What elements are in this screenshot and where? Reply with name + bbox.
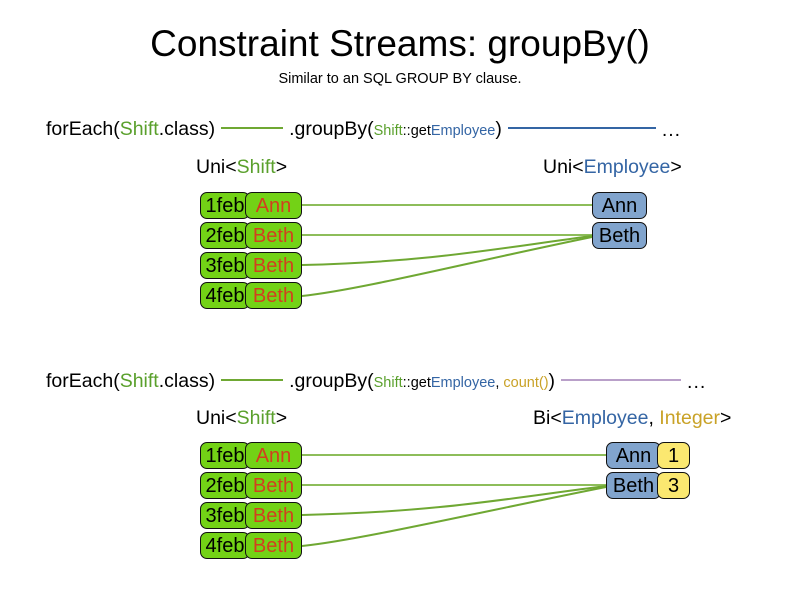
foreach-suffix: .class) [158,370,216,392]
shift-date: 2feb [200,472,250,499]
shift-date: 1feb [200,192,250,219]
link-shift-4feb-to-beth [301,236,593,297]
group-employee: Beth [592,222,647,249]
shift-row: 2feb Beth [200,222,302,249]
shift-date: 4feb [200,282,250,309]
shift-employee: Beth [245,222,302,249]
shift-employee: Beth [245,532,302,559]
group-row: Beth 3 [606,472,690,499]
mapper-type-shift: Shift [373,123,403,139]
right-type-prefix: Uni< [543,156,584,178]
page-title: Constraint Streams: groupBy() [150,23,650,64]
right-type-name-2: Integer [659,407,721,429]
right-type-separator: , [648,407,660,429]
group-row: Beth [592,222,647,249]
left-type-prefix: Uni< [196,156,237,178]
right-type-name: Employee [583,156,671,178]
connector-foreach-to-groupby [221,378,284,381]
left-type-label-uni-shift: Uni<Shift> [196,406,287,430]
right-type-label-bi-employee-integer: Bi<Employee, Integer> [533,406,731,430]
group-row: Ann 1 [606,442,690,469]
mapper-prop-employee: Employee [430,375,496,391]
group-row: Ann [592,192,647,219]
groupby-prefix: .groupBy( [289,118,374,140]
right-type-suffix: > [670,156,682,178]
shift-date: 1feb [200,442,250,469]
shift-row: 1feb Ann [200,442,302,469]
page-subtitle: Similar to an SQL GROUP BY clause. [278,71,522,87]
left-type-name: Shift [236,156,276,178]
link-shift-3feb-to-beth [301,235,593,266]
mapper-prop-employee: Employee [430,123,496,139]
group-count: 1 [657,442,690,469]
shift-row: 1feb Ann [200,192,302,219]
code-line-groupby-single: forEach(Shift.class).groupBy(Shift::getE… [46,117,681,143]
ellipsis-single: ... [661,118,682,141]
groupby-suffix: ) [495,118,502,140]
shift-employee: Beth [245,282,302,309]
shift-employee: Beth [245,502,302,529]
connector-groupby-to-next [507,126,656,129]
right-type-suffix: > [720,407,732,429]
group-count: 3 [657,472,690,499]
left-type-suffix: > [275,407,288,429]
group-employee: Ann [606,442,661,469]
shift-employee: Ann [245,192,302,219]
groupby-suffix: ) [548,370,556,392]
shift-date: 3feb [200,252,250,279]
code-line-groupby-count: forEach(Shift.class).groupBy(Shift::getE… [46,369,706,395]
shift-row: 3feb Beth [200,502,302,529]
shift-date: 3feb [200,502,250,529]
foreach-type-shift: Shift [119,370,159,392]
shift-date: 4feb [200,532,250,559]
shift-employee: Ann [245,442,302,469]
groupby-prefix: .groupBy( [289,370,374,392]
foreach-suffix: .class) [158,118,216,140]
shift-row: 2feb Beth [200,472,302,499]
shift-employee: Beth [245,472,302,499]
mapper-comma: , [495,375,504,391]
right-type-label-uni-employee: Uni<Employee> [543,155,682,179]
left-type-suffix: > [275,156,288,178]
left-type-name: Shift [236,407,276,429]
shift-row: 4feb Beth [200,532,302,559]
mapper-type-shift: Shift [373,375,403,391]
link-shift-4feb-to-beth-count [301,486,607,547]
left-type-prefix: Uni< [196,407,237,429]
foreach-prefix: forEach( [46,118,120,140]
shift-employee: Beth [245,252,302,279]
foreach-prefix: forEach( [46,370,120,392]
group-employee: Beth [606,472,661,499]
collector-count: count() [503,375,549,391]
link-shift-3feb-to-beth-count [301,485,607,516]
left-type-label-uni-shift: Uni<Shift> [196,155,287,179]
foreach-type-shift: Shift [119,118,159,140]
shift-row: 3feb Beth [200,252,302,279]
shift-date: 2feb [200,222,250,249]
group-employee: Ann [592,192,647,219]
right-type-name: Employee [561,407,649,429]
shift-row: 4feb Beth [200,282,302,309]
connector-foreach-to-groupby [221,126,284,129]
ellipsis-count: ... [687,370,707,393]
mapper-separator: ::get [402,375,431,391]
connector-groupby-to-next [561,378,682,381]
mapper-separator: ::get [402,123,431,139]
right-type-prefix: Bi< [533,407,562,429]
